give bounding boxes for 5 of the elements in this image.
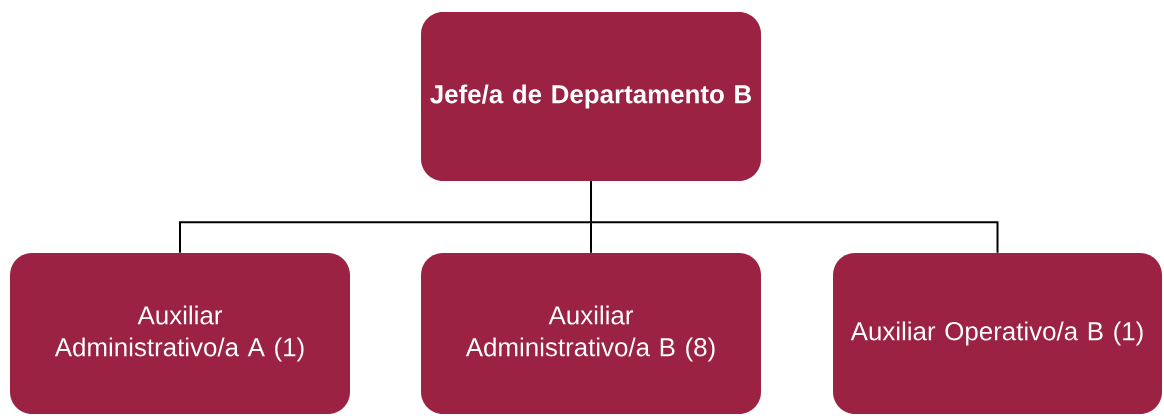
position-box: Auxiliar Administrativo/a B (8) (421, 253, 761, 414)
position-box: Auxiliar Operativo/a B (1) (833, 253, 1162, 414)
connector-line (590, 180, 999, 254)
position-box: Jefe/a de Departamento B (421, 12, 761, 181)
position-box: Auxiliar Administrativo/a A (1) (10, 253, 350, 414)
